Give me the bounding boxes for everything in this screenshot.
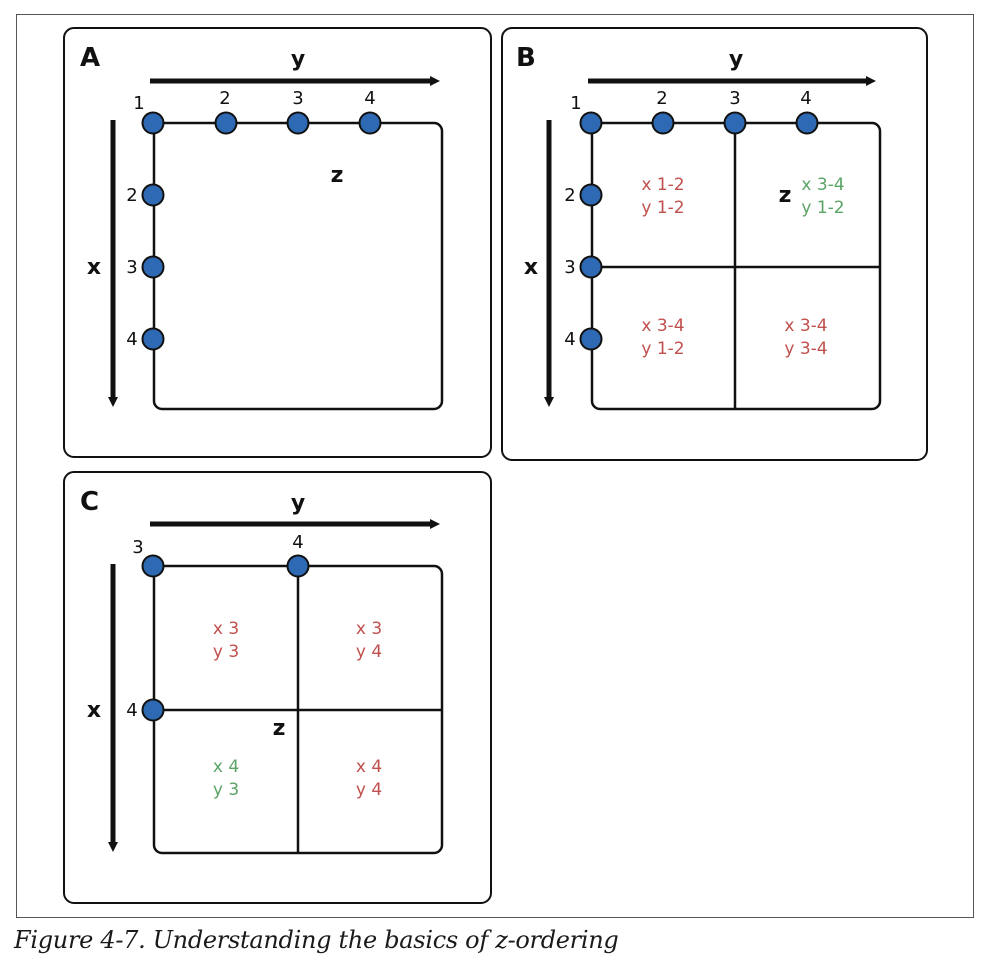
cell-label: x 4 bbox=[213, 757, 239, 777]
grid-node bbox=[651, 111, 675, 135]
z-label: z bbox=[779, 183, 792, 208]
grid-node bbox=[141, 327, 165, 351]
grid-square bbox=[152, 121, 444, 411]
panel-a-letter: A bbox=[80, 43, 100, 73]
grid-node bbox=[579, 327, 603, 351]
cell-label: y 1-2 bbox=[641, 198, 684, 218]
cell-label: y 4 bbox=[356, 780, 382, 800]
cell-label: x 4 bbox=[356, 757, 382, 777]
panel-c-letter: C bbox=[80, 487, 99, 517]
cell-label: y 3 bbox=[213, 780, 239, 800]
tick-label: 3 bbox=[729, 88, 740, 109]
figure-caption: Figure 4-7. Understanding the basics of … bbox=[14, 926, 619, 954]
cell-label: y 3-4 bbox=[784, 339, 827, 359]
tick-label: 3 bbox=[292, 88, 303, 109]
panel-c: C y x 3 4 4 z x 3 y 3 x 3 y 4 x 4 y 3 x … bbox=[63, 471, 492, 904]
figure-frame bbox=[16, 14, 974, 918]
grid-node bbox=[579, 183, 603, 207]
tick-label: 4 bbox=[126, 329, 137, 350]
cell-label: x 1-2 bbox=[641, 175, 684, 195]
cell-label: x 3 bbox=[213, 619, 239, 639]
cell-label: x 3 bbox=[356, 619, 382, 639]
tick-label: 2 bbox=[219, 88, 230, 109]
tick-label: 4 bbox=[564, 329, 575, 350]
panel-b-letter: B bbox=[516, 43, 536, 73]
z-ordering-diagram: A y x z 1 2 3 4 2 3 4 B y x 1 2 3 bbox=[63, 27, 928, 904]
tick-label: 4 bbox=[364, 88, 375, 109]
panel-a-border bbox=[63, 27, 492, 458]
grid-node bbox=[579, 111, 603, 135]
grid-node bbox=[286, 111, 310, 135]
tick-label: 3 bbox=[126, 257, 137, 278]
x-axis-label: x bbox=[87, 698, 101, 723]
cell-label: x 3-4 bbox=[801, 175, 844, 195]
tick-label: 2 bbox=[564, 185, 575, 206]
grid-node bbox=[579, 255, 603, 279]
tick-label: 1 bbox=[133, 93, 144, 114]
panel-c-border bbox=[63, 471, 492, 904]
z-label: z bbox=[331, 163, 344, 188]
z-label: z bbox=[273, 716, 286, 741]
grid-node bbox=[141, 698, 165, 722]
grid-node bbox=[795, 111, 819, 135]
tick-label: 4 bbox=[292, 532, 303, 553]
cell-label: x 3-4 bbox=[641, 316, 684, 336]
cell-label: y 1-2 bbox=[641, 339, 684, 359]
cell-label: y 4 bbox=[356, 642, 382, 662]
panel-b: B y x 1 2 3 4 2 3 4 z x 1-2 y 1-2 x 3-4 … bbox=[501, 27, 928, 461]
cell-label: y 1-2 bbox=[801, 198, 844, 218]
tick-label: 3 bbox=[132, 537, 143, 558]
tick-label: 4 bbox=[126, 700, 137, 721]
y-axis-label: y bbox=[291, 491, 305, 516]
y-axis-label: y bbox=[729, 47, 743, 72]
tick-label: 2 bbox=[126, 185, 137, 206]
tick-label: 2 bbox=[656, 88, 667, 109]
tick-label: 4 bbox=[800, 88, 811, 109]
grid-node bbox=[141, 183, 165, 207]
grid-node bbox=[286, 554, 310, 578]
grid-node bbox=[358, 111, 382, 135]
grid-node bbox=[141, 554, 165, 578]
cell-label: x 3-4 bbox=[784, 316, 827, 336]
panel-a: A y x z 1 2 3 4 2 3 4 bbox=[63, 27, 492, 458]
x-axis-label: x bbox=[524, 255, 538, 280]
tick-label: 1 bbox=[570, 93, 581, 114]
grid-node bbox=[141, 255, 165, 279]
grid-node bbox=[141, 111, 165, 135]
cell-label: y 3 bbox=[213, 642, 239, 662]
x-axis-label: x bbox=[87, 255, 101, 280]
tick-label: 3 bbox=[564, 257, 575, 278]
grid-node bbox=[723, 111, 747, 135]
panel-b-border bbox=[501, 27, 928, 461]
y-axis-label: y bbox=[291, 47, 305, 72]
grid-node bbox=[214, 111, 238, 135]
